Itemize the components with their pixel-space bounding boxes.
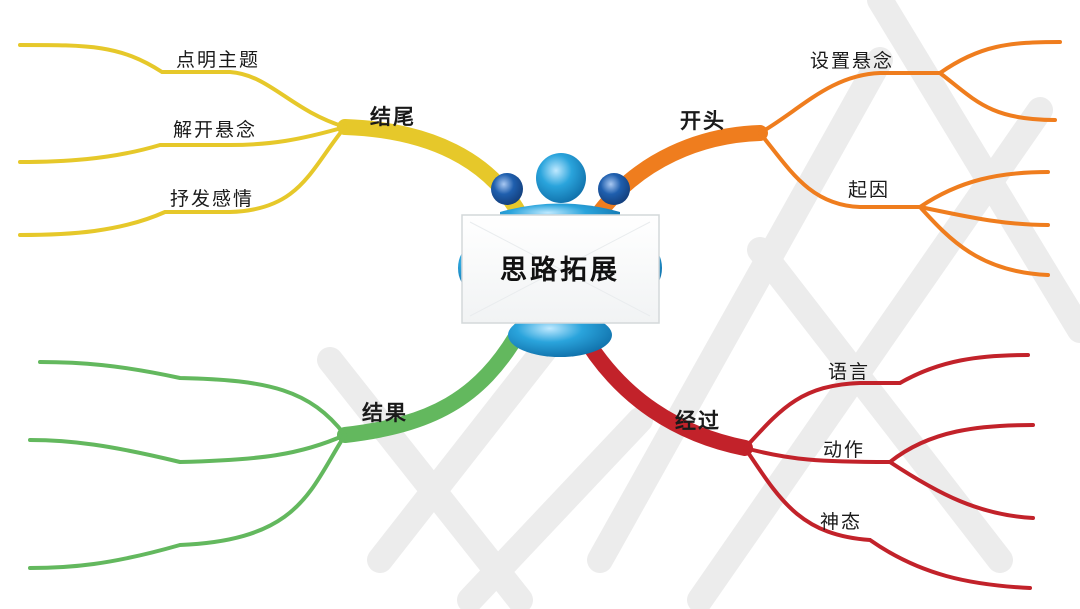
branch-label-result: 结果	[362, 400, 408, 425]
sub-label-express-feeling: 抒发感情	[170, 188, 254, 210]
branch-top-left	[18, 43, 528, 237]
hub-base	[508, 313, 612, 357]
hub-ball-top	[536, 153, 586, 203]
center-hub: 思路拓展	[458, 153, 662, 357]
hub-ball-left	[491, 173, 523, 205]
hub-ball-right	[598, 173, 630, 205]
sub-label-expression: 神态	[820, 511, 862, 533]
sub-label-language: 语言	[828, 361, 870, 383]
sub-label-theme: 点明主题	[176, 49, 260, 71]
card-texture	[469, 221, 651, 317]
sub-label-set-suspense: 设置悬念	[810, 49, 894, 72]
branch-label-ending: 结尾	[370, 104, 416, 129]
sub-label-resolve-suspense: 解开悬念	[173, 118, 257, 141]
center-title: 思路拓展	[500, 254, 620, 286]
branch-label-opening: 开头	[680, 108, 726, 133]
branch-bottom-left	[28, 322, 528, 570]
sub-label-action: 动作	[823, 439, 865, 461]
watermark	[317, 0, 1080, 609]
branch-bottom-right	[572, 322, 1035, 590]
branch-label-process: 经过	[675, 408, 721, 433]
sub-label-cause: 起因	[848, 179, 890, 201]
